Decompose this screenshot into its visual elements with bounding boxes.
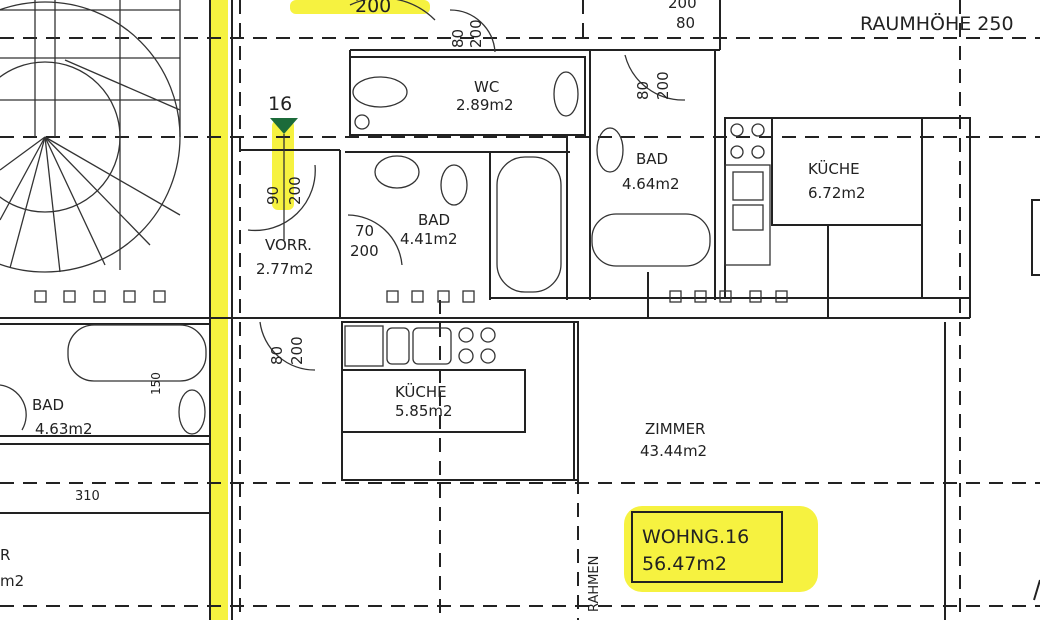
unit-marker-icon [270, 118, 298, 134]
spiral-stair [0, 0, 181, 273]
room-name: KÜCHE [808, 159, 860, 178]
dimension-150: 150 [149, 372, 163, 395]
highlight-door [272, 120, 294, 210]
bathtub [496, 156, 562, 293]
room-name: WC [474, 78, 499, 96]
room-name: VORR. [265, 236, 312, 254]
room-area: 4.63m2 [35, 420, 93, 438]
door-width: 90 [264, 186, 282, 205]
bathtub [67, 324, 207, 382]
door-swings [0, 0, 686, 431]
door-height: 200 [350, 242, 379, 260]
apartment-name: WOHNG.16 [642, 526, 749, 548]
apartment-area: 56.47m2 [642, 553, 727, 575]
door-width: 70 [355, 222, 374, 240]
room-name: BAD [636, 150, 668, 168]
apartment-label-box [631, 511, 783, 583]
toilet [352, 76, 408, 108]
room-area: 4.41m2 [400, 230, 458, 248]
fixtures [67, 71, 771, 435]
highlight-top [290, 0, 430, 14]
door-height: 200 [355, 0, 391, 17]
room-name: BAD [32, 396, 64, 414]
room-name: BAD [418, 211, 450, 229]
room-name: KÜCHE [395, 382, 447, 401]
ceiling-height: RAUMHÖHE 250 [860, 12, 1014, 35]
side-label: RAHMEN [587, 556, 602, 612]
room-area: 4.64m2 [622, 175, 680, 193]
sink [374, 155, 420, 189]
highlight-apartment [624, 506, 818, 592]
door-height: 200 [288, 336, 306, 365]
unit-marker-label: 16 [268, 93, 292, 115]
room-name: ZIMMER [645, 420, 705, 438]
highlight-corridor [211, 0, 228, 620]
room-area: m2 [0, 572, 24, 590]
door-width: 80 [449, 29, 467, 48]
door-width: 80 [268, 346, 286, 365]
door-height: 200 [654, 71, 672, 100]
room-area: 2.89m2 [456, 96, 514, 114]
door-height: 200 [467, 19, 485, 48]
sink [553, 71, 579, 117]
bathtub [591, 213, 711, 267]
room-area: 2.77m2 [256, 260, 314, 278]
door-height: 200 [286, 176, 304, 205]
dimension-310: 310 [75, 489, 100, 504]
windows [34, 290, 788, 303]
room-area: 5.85m2 [395, 402, 453, 420]
sink [178, 389, 206, 435]
door-width: 80 [634, 81, 652, 100]
sink [596, 127, 624, 173]
room-area: 43.44m2 [640, 442, 707, 460]
kitchen-counter [724, 164, 771, 266]
toilet [440, 164, 468, 206]
room-name: R [0, 546, 10, 564]
door-width: 80 [676, 14, 695, 32]
room-area: 6.72m2 [808, 184, 866, 202]
door-height: 200 [668, 0, 697, 12]
